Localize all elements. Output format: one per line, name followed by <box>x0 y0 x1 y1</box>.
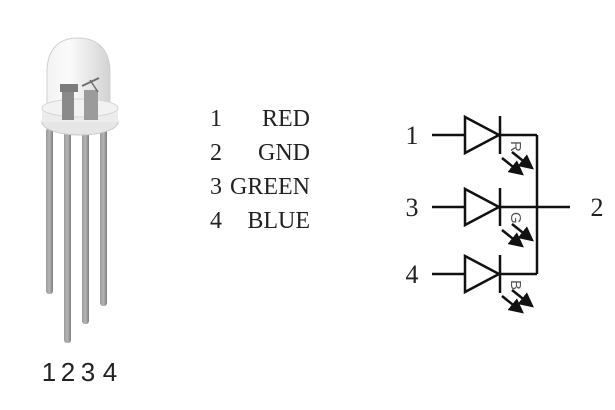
pin-table-number: 4 <box>210 208 222 234</box>
led-lead-3 <box>82 128 89 324</box>
led-lens <box>46 37 111 109</box>
led-pin-number: 3 <box>81 357 95 387</box>
diode-letter-red: R <box>507 141 524 152</box>
pin-table: 1 RED 2 GND 3 GREEN 4 BLUE <box>210 106 310 234</box>
pin-table-number: 2 <box>210 140 222 166</box>
schematic <box>432 114 570 314</box>
led-internal-die <box>60 77 100 120</box>
led-pin-number: 4 <box>103 357 117 387</box>
led-lead-1 <box>46 128 53 294</box>
pin-table-name: GREEN <box>230 174 310 200</box>
diode-red <box>432 114 537 176</box>
pin-table-number: 1 <box>210 106 222 132</box>
led-illustration: 1 2 3 4 <box>41 37 119 387</box>
diode-letter-blue: B <box>507 280 524 290</box>
diode-green <box>432 186 537 248</box>
schematic-pin-label-green: 3 <box>406 193 419 222</box>
pin-table-name: GND <box>258 140 310 166</box>
schematic-pin-label-red: 1 <box>406 121 419 150</box>
led-pin-number: 1 <box>42 357 56 387</box>
diode-letter-green: G <box>507 212 524 224</box>
pin-table-name: BLUE <box>247 208 310 234</box>
led-lead-4 <box>100 128 107 306</box>
led-lead-2 <box>64 128 71 343</box>
pin-table-name: RED <box>262 106 310 132</box>
led-pin-number: 2 <box>61 357 75 387</box>
diode-blue <box>432 253 537 314</box>
pin-table-number: 3 <box>210 174 222 200</box>
schematic-pin-label-common: 2 <box>591 193 604 222</box>
schematic-pin-label-blue: 4 <box>406 260 419 289</box>
